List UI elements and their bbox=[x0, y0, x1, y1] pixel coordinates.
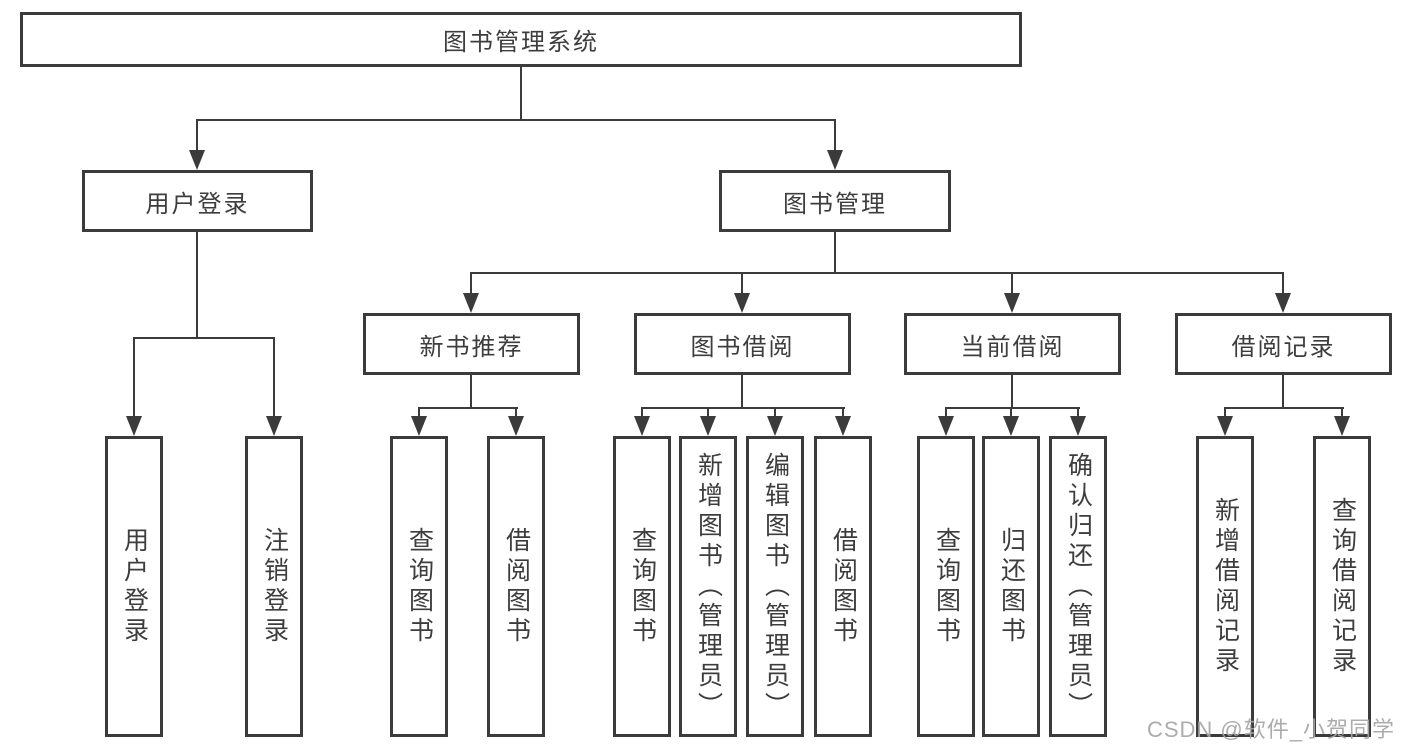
leaf-newbooks-query-books: 查询图书 bbox=[390, 436, 448, 737]
node-current-borrowing: 当前借阅 bbox=[904, 313, 1121, 375]
node-book-management: 图书管理 bbox=[719, 170, 951, 232]
arrow-down-icon bbox=[835, 416, 851, 436]
connector-line bbox=[1010, 408, 1012, 418]
arrow-down-icon bbox=[266, 416, 282, 436]
arrow-down-icon bbox=[767, 416, 783, 436]
leaf-records-query-record: 查询借阅记录 bbox=[1313, 436, 1371, 737]
arrow-down-icon bbox=[634, 416, 650, 436]
arrow-down-icon bbox=[411, 416, 427, 436]
connector-line bbox=[273, 338, 275, 418]
connector-line bbox=[196, 232, 198, 338]
arrow-down-icon bbox=[463, 293, 479, 313]
connector-line bbox=[418, 408, 420, 418]
connector-line bbox=[470, 375, 472, 408]
connector-line bbox=[741, 375, 743, 408]
node-new-book-recommend: 新书推荐 bbox=[363, 313, 580, 375]
csdn-watermark: CSDN @软件_小贺同学 bbox=[1146, 717, 1395, 742]
arrow-down-icon bbox=[126, 416, 142, 436]
arrow-down-icon bbox=[734, 293, 750, 313]
connector-line bbox=[520, 67, 522, 120]
connector-line bbox=[834, 120, 836, 152]
connector-line bbox=[196, 120, 198, 152]
connector-line bbox=[945, 408, 947, 418]
connector-line bbox=[1282, 375, 1284, 408]
connector-line bbox=[707, 408, 709, 418]
leaf-current-return-books: 归还图书 bbox=[982, 436, 1040, 737]
leaf-user-login: 用户登录 bbox=[105, 436, 163, 737]
arrow-down-icon bbox=[700, 416, 716, 436]
leaf-newbooks-borrow-books: 借阅图书 bbox=[487, 436, 545, 737]
arrow-down-icon bbox=[938, 416, 954, 436]
arrow-down-icon bbox=[1217, 416, 1233, 436]
arrow-down-icon bbox=[508, 416, 524, 436]
connector-line bbox=[1077, 408, 1079, 418]
connector-line bbox=[1282, 273, 1284, 295]
connector-line bbox=[834, 232, 836, 273]
connector-line bbox=[842, 408, 844, 418]
arrow-down-icon bbox=[1070, 416, 1086, 436]
connector-line bbox=[1224, 407, 1344, 409]
leaf-current-confirm-return-admin: 确认归还（管理员） bbox=[1049, 436, 1107, 737]
connector-line bbox=[741, 273, 743, 295]
leaf-borrowing-query-books: 查询图书 bbox=[613, 436, 671, 737]
arrow-down-icon bbox=[1004, 293, 1020, 313]
connector-line bbox=[515, 408, 517, 418]
node-book-borrowing: 图书借阅 bbox=[634, 313, 851, 375]
connector-line bbox=[1341, 408, 1343, 418]
connector-line bbox=[1011, 273, 1013, 295]
leaf-borrowing-add-books-admin: 新增图书（管理员） bbox=[679, 436, 737, 737]
arrow-down-icon bbox=[189, 150, 205, 170]
arrow-down-icon bbox=[1334, 416, 1350, 436]
connector-line bbox=[470, 272, 1284, 274]
connector-line bbox=[1224, 408, 1226, 418]
node-user-login: 用户登录 bbox=[82, 170, 313, 232]
leaf-logout: 注销登录 bbox=[245, 436, 303, 737]
arrow-down-icon bbox=[827, 150, 843, 170]
leaf-current-query-books: 查询图书 bbox=[917, 436, 975, 737]
leaf-records-add-record: 新增借阅记录 bbox=[1196, 436, 1254, 737]
connector-line bbox=[470, 273, 472, 295]
connector-line bbox=[133, 337, 275, 339]
connector-line bbox=[1011, 375, 1013, 408]
connector-line bbox=[196, 119, 836, 121]
node-borrowing-records: 借阅记录 bbox=[1175, 313, 1392, 375]
arrow-down-icon bbox=[1003, 416, 1019, 436]
leaf-borrowing-edit-books-admin: 编辑图书（管理员） bbox=[746, 436, 804, 737]
arrow-down-icon bbox=[1275, 293, 1291, 313]
connector-line bbox=[641, 408, 643, 418]
connector-line bbox=[774, 408, 776, 418]
connector-line bbox=[641, 407, 845, 409]
node-library-management-system: 图书管理系统 bbox=[20, 12, 1022, 67]
connector-line bbox=[418, 407, 518, 409]
leaf-borrowing-borrow-books: 借阅图书 bbox=[814, 436, 872, 737]
connector-line bbox=[133, 338, 135, 418]
connector-line bbox=[945, 407, 1080, 409]
